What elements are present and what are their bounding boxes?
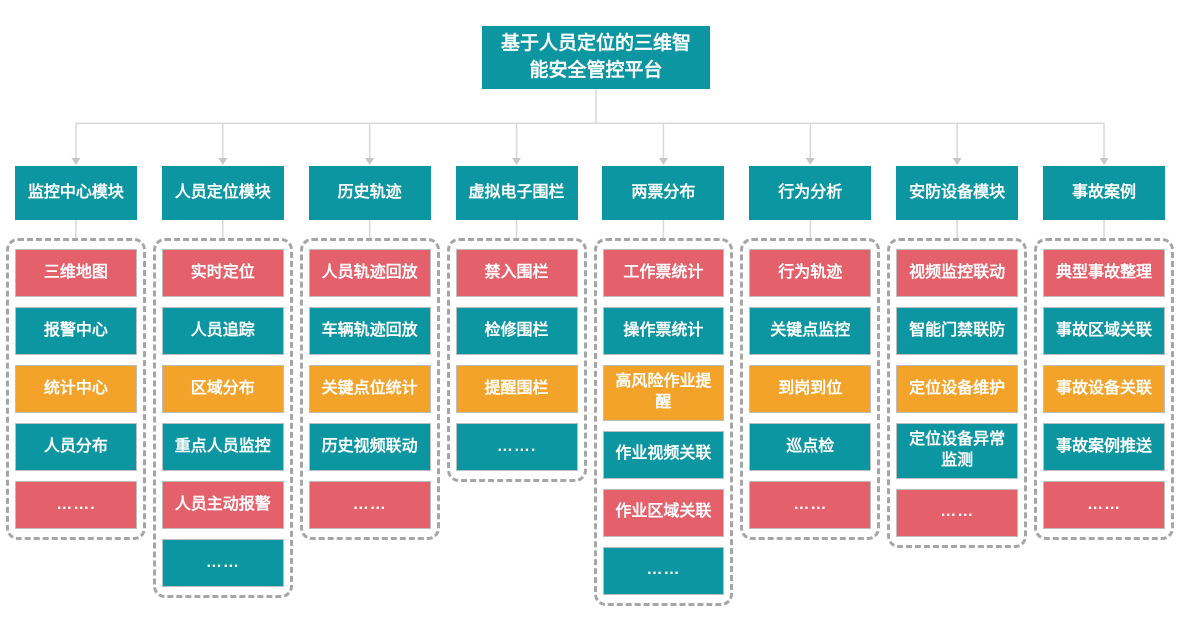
module-item: 事故设备关联 xyxy=(1043,365,1165,413)
module-item: …… xyxy=(896,488,1019,537)
module-item-group: 实时定位人员追踪区域分布重点人员监控人员主动报警 …… xyxy=(152,238,293,598)
root-node: 基于人员定位的三维智能安全管控平台 xyxy=(482,26,710,90)
module-item-group: 典型事故整理事故区域关联事故设备关联事故案例推送 …… xyxy=(1034,238,1174,540)
module-item: ……. xyxy=(15,481,137,529)
module-item: 历史视频联动 xyxy=(308,423,431,471)
module-item: 实时定位 xyxy=(161,249,284,297)
module-column: 监控中心模块三维地图报警中心统计中心人员分布 ……. xyxy=(6,166,146,540)
module-item: 关键点位统计 xyxy=(308,365,431,413)
module-header: 事故案例 xyxy=(1043,166,1166,220)
module-item: 区域分布 xyxy=(161,365,284,413)
module-header: 两票分布 xyxy=(602,166,725,220)
module-header: 监控中心模块 xyxy=(14,166,137,220)
module-item: 智能门禁联防 xyxy=(896,307,1019,355)
module-item-group: 禁入围栏检修围栏提醒围栏 ……. xyxy=(446,238,587,482)
module-item: 人员主动报警 xyxy=(161,481,284,529)
module-item: 定位设备异常监测 xyxy=(896,423,1019,479)
module-header: 历史轨迹 xyxy=(308,166,431,220)
module-item: 统计中心 xyxy=(15,365,137,413)
module-item: 作业视频关联 xyxy=(602,430,725,479)
module-item: 三维地图 xyxy=(15,249,137,297)
module-column: 历史轨迹人员轨迹回放车辆轨迹回放关键点位统计历史视频联动 …… xyxy=(299,166,440,540)
module-item: …… xyxy=(308,481,431,529)
module-header: 安防设备模块 xyxy=(896,166,1019,220)
module-item: 定位设备维护 xyxy=(896,365,1019,413)
module-item: 高风险作业提醒 xyxy=(602,365,725,421)
module-item: 作业区域关联 xyxy=(602,488,725,537)
module-item: 事故案例推送 xyxy=(1043,423,1165,471)
module-item: 人员轨迹回放 xyxy=(308,249,431,297)
module-item: 到岗到位 xyxy=(749,365,872,413)
module-item-group: 工作票统计操作票统计高风险作业提醒作业视频关联作业区域关联 …… xyxy=(593,238,734,606)
module-item-group: 视频监控联动智能门禁联防定位设备维护定位设备异常监测 …… xyxy=(887,238,1028,548)
module-item: 报警中心 xyxy=(15,307,137,355)
module-item: 人员追踪 xyxy=(161,307,284,355)
module-item: ……. xyxy=(455,423,578,471)
module-item: 人员分布 xyxy=(15,423,137,471)
module-item: 行为轨迹 xyxy=(749,249,872,297)
module-item-group: 三维地图报警中心统计中心人员分布 ……. xyxy=(6,238,146,540)
module-item: …… xyxy=(161,539,284,587)
module-item: 视频监控联动 xyxy=(896,249,1019,297)
module-column: 事故案例典型事故整理事故区域关联事故设备关联事故案例推送 …… xyxy=(1034,166,1174,540)
module-item-group: 人员轨迹回放车辆轨迹回放关键点位统计历史视频联动 …… xyxy=(299,238,440,540)
module-item: 关键点监控 xyxy=(749,307,872,355)
module-columns: 监控中心模块三维地图报警中心统计中心人员分布 ……. 人员定位模块实时定位人员追踪区… xyxy=(6,166,1174,606)
module-item: 事故区域关联 xyxy=(1043,307,1165,355)
module-header: 行为分析 xyxy=(749,166,872,220)
module-item: 巡点检 xyxy=(749,423,872,471)
module-item-group: 行为轨迹关键点监控到岗到位巡点检 …… xyxy=(740,238,881,540)
module-item: 操作票统计 xyxy=(602,307,725,355)
module-header: 人员定位模块 xyxy=(161,166,284,220)
module-item: 典型事故整理 xyxy=(1043,249,1165,297)
root-node-label: 基于人员定位的三维智能安全管控平台 xyxy=(500,33,691,81)
module-header: 虚拟电子围栏 xyxy=(455,166,578,220)
module-column: 两票分布工作票统计操作票统计高风险作业提醒作业视频关联作业区域关联 …… xyxy=(593,166,734,606)
module-item: 车辆轨迹回放 xyxy=(308,307,431,355)
module-column: 虚拟电子围栏禁入围栏检修围栏提醒围栏 ……. xyxy=(446,166,587,482)
module-column: 人员定位模块实时定位人员追踪区域分布重点人员监控人员主动报警 …… xyxy=(152,166,293,598)
module-item: 重点人员监控 xyxy=(161,423,284,471)
module-item: …… xyxy=(602,546,725,595)
module-item: 禁入围栏 xyxy=(455,249,578,297)
module-item: …… xyxy=(1043,481,1165,529)
module-column: 行为分析行为轨迹关键点监控到岗到位巡点检 …… xyxy=(740,166,881,540)
module-column: 安防设备模块视频监控联动智能门禁联防定位设备维护定位设备异常监测 …… xyxy=(887,166,1028,548)
module-item: 提醒围栏 xyxy=(455,365,578,413)
module-item: 工作票统计 xyxy=(602,249,725,297)
module-item: …… xyxy=(749,481,872,529)
module-item: 检修围栏 xyxy=(455,307,578,355)
